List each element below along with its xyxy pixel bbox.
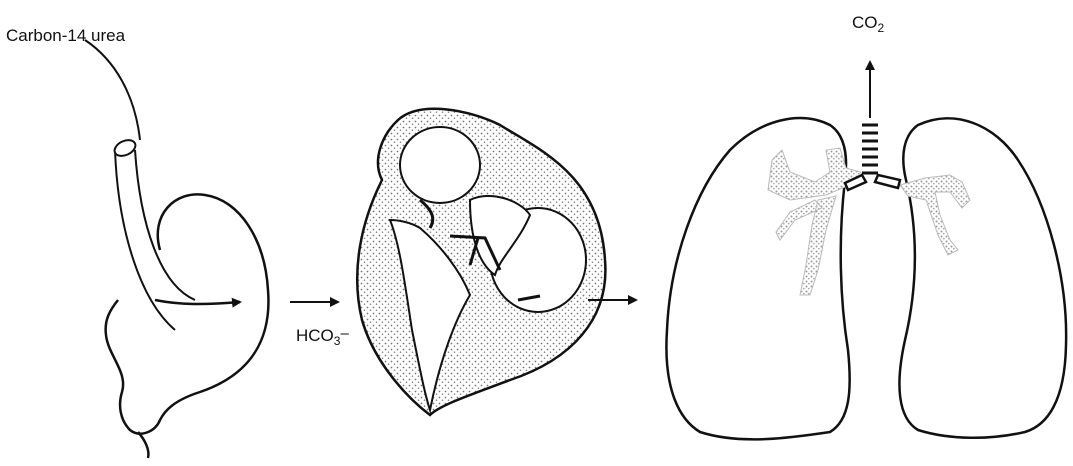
left-lung (666, 118, 849, 439)
urea-delivery-tube (85, 40, 240, 330)
urea-label: Carbon-14 urea (6, 27, 125, 44)
heart-illustration (357, 109, 605, 415)
stomach-pylorus (138, 432, 148, 458)
lungs-illustration (666, 118, 1066, 439)
stomach-outline (106, 194, 269, 433)
bicarbonate-label: HCO3– (296, 326, 349, 347)
right-lung (899, 118, 1066, 437)
co2-label: CO2 (852, 14, 884, 34)
trachea (845, 120, 900, 190)
